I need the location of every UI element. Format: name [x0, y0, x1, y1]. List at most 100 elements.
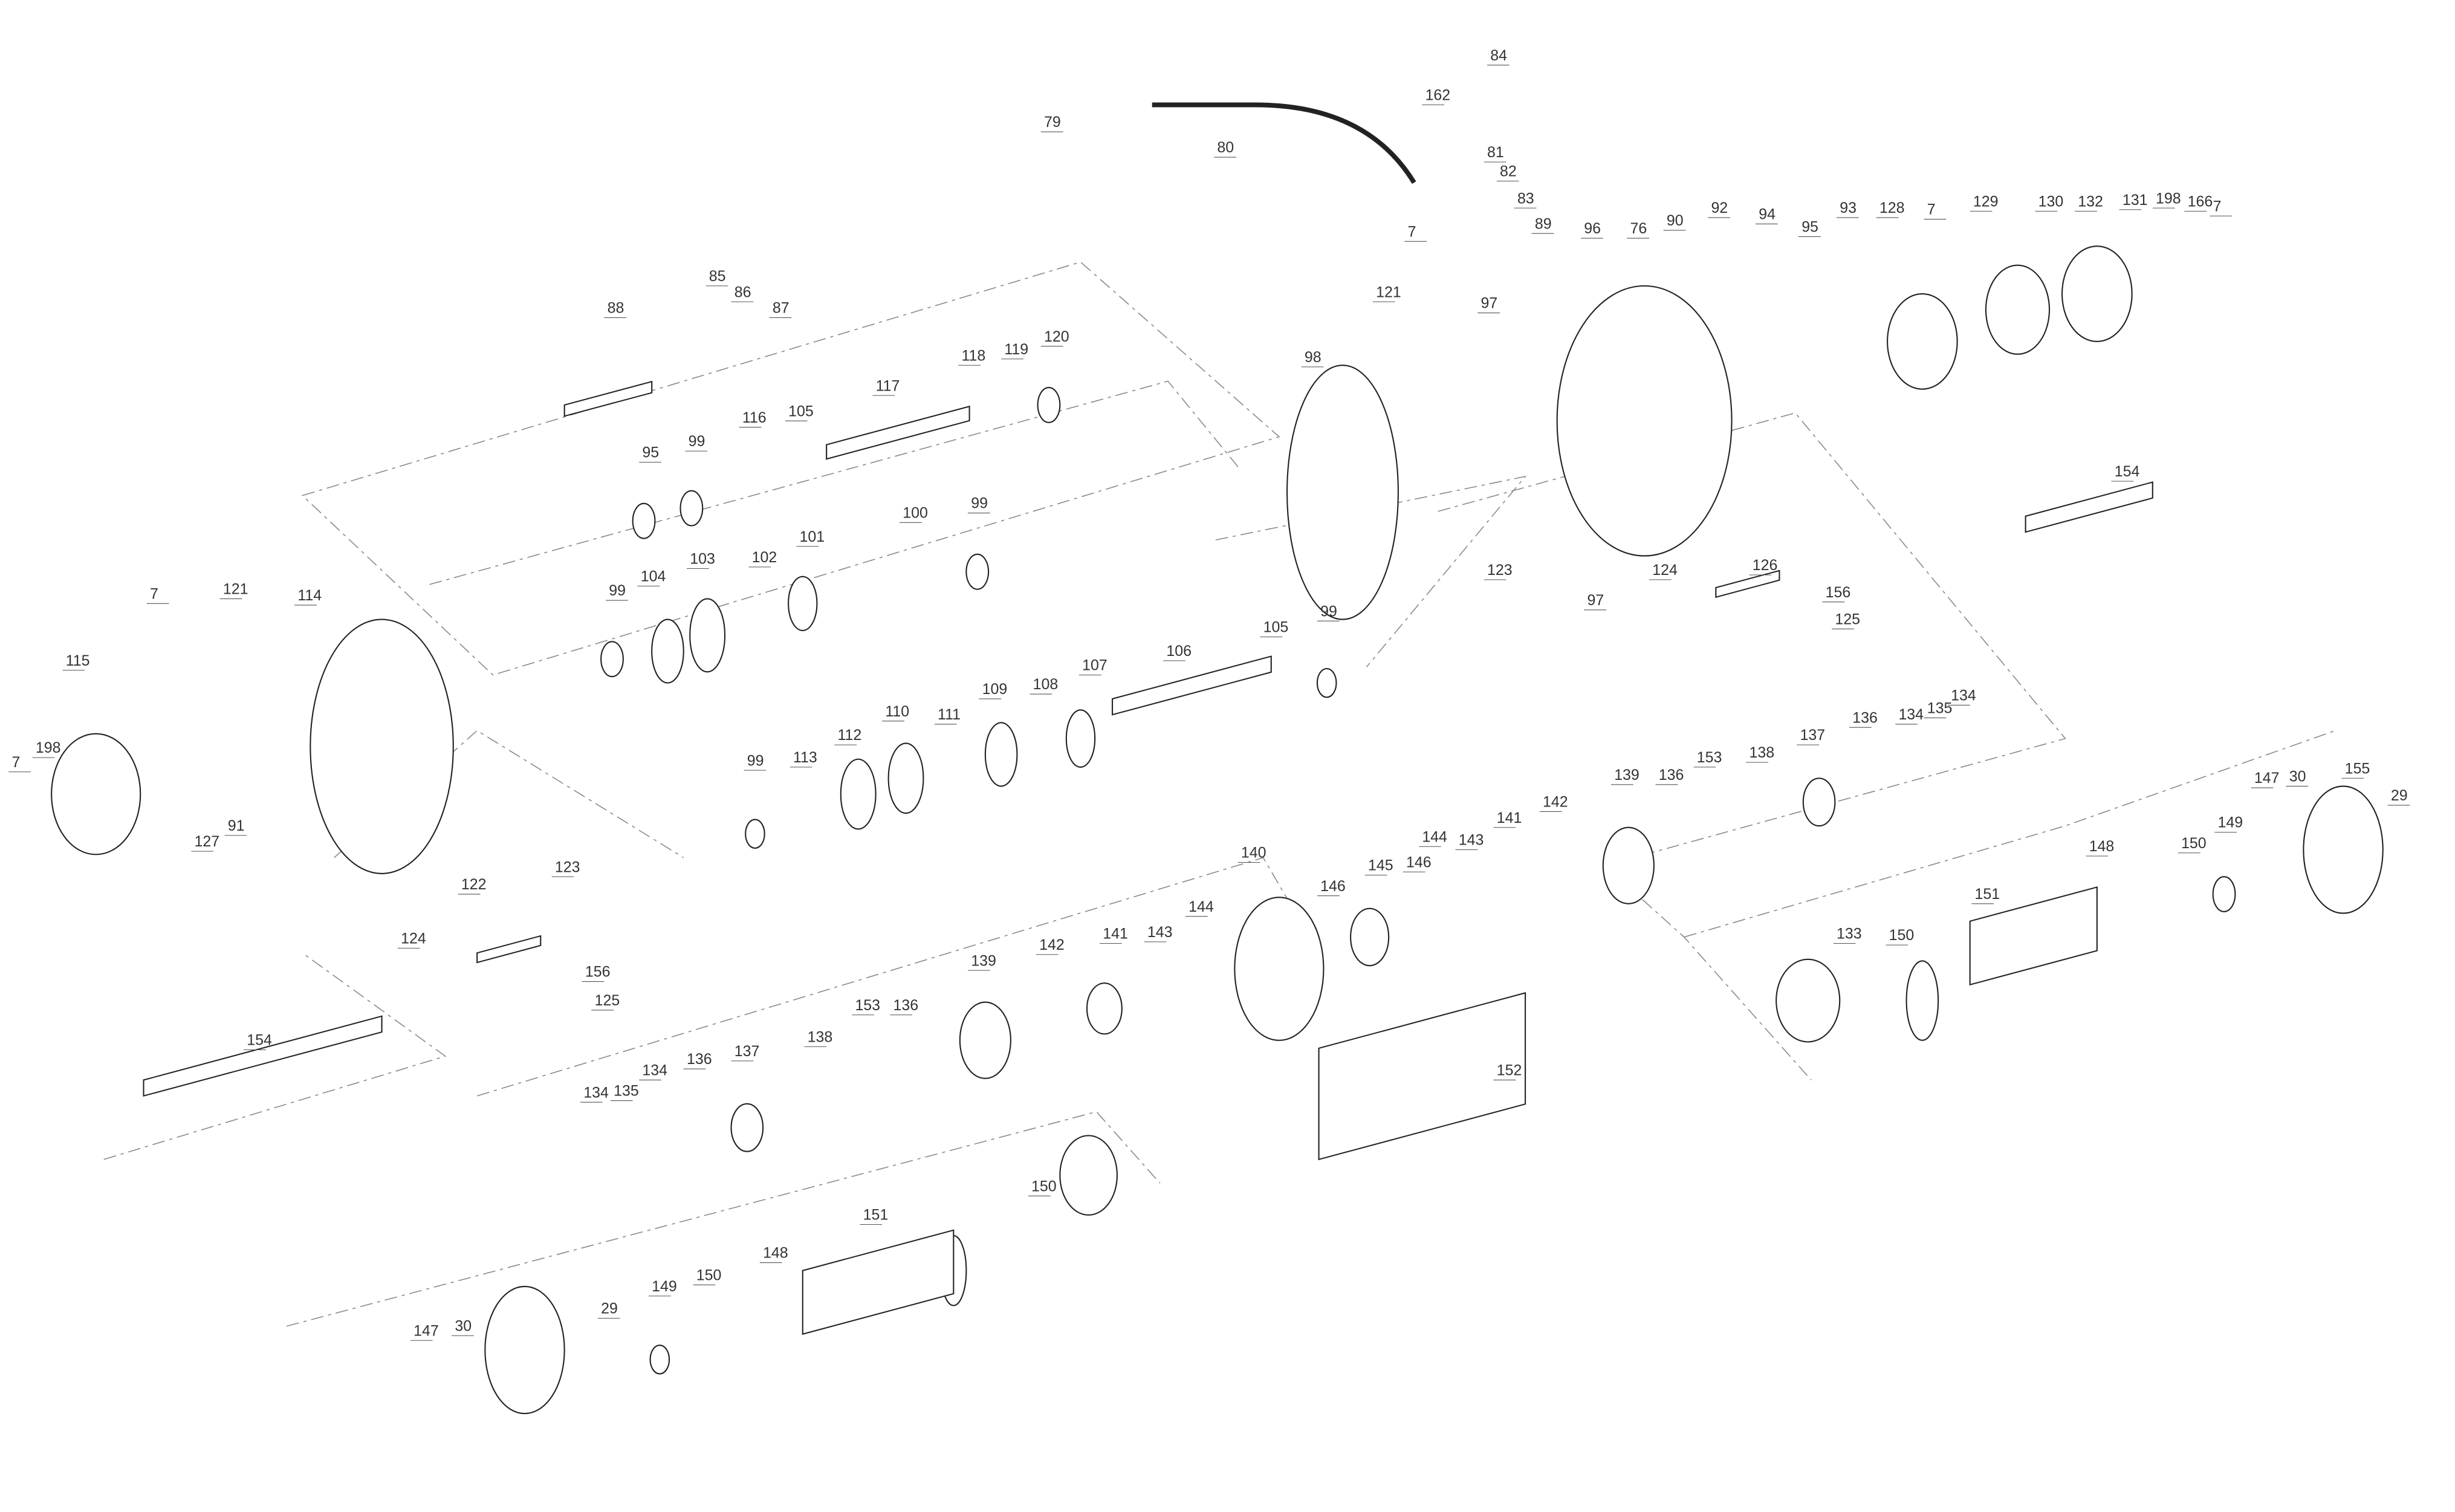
callout-label: 116	[742, 409, 767, 426]
bearing	[1316, 667, 1337, 698]
bearing	[2212, 876, 2236, 913]
bearing	[965, 553, 990, 590]
callout-label: 118	[961, 347, 985, 364]
callout-label: 162	[1425, 87, 1451, 104]
callout-label: 135	[614, 1083, 639, 1100]
callout-label: 125	[1835, 611, 1860, 628]
callout-label: 30	[455, 1318, 472, 1335]
shaft	[1111, 655, 1272, 716]
callout-label: 85	[709, 268, 726, 285]
callout-label: 114	[297, 587, 322, 604]
bearing	[649, 1345, 670, 1375]
callout-label: 138	[808, 1028, 833, 1045]
gear	[887, 742, 924, 814]
callout-label: 125	[595, 992, 620, 1009]
callout-label: 148	[2089, 838, 2115, 855]
callout-label: 110	[885, 703, 909, 720]
callout-label: 137	[1800, 727, 1826, 744]
callout-label: 99	[747, 752, 764, 769]
guide-line	[1438, 412, 2066, 866]
guide-line	[301, 261, 1280, 676]
callout-label: 134	[642, 1062, 667, 1079]
callout-label: 150	[2181, 835, 2207, 852]
guide-line	[429, 380, 1240, 585]
callout-label: 145	[1368, 857, 1393, 874]
hub	[1602, 826, 1655, 904]
callout-label: 99	[971, 495, 988, 512]
callout-label: 82	[1500, 163, 1517, 180]
brake-shoe	[1985, 264, 2051, 355]
callout-label: 147	[2254, 770, 2280, 787]
callout-label: 90	[1667, 212, 1684, 229]
gear	[1065, 709, 1096, 768]
callout-label: 96	[1584, 220, 1601, 237]
callout-label: 126	[1753, 557, 1778, 574]
callout-label: 88	[608, 300, 624, 317]
rod	[1715, 569, 1780, 599]
callout-label: 29	[601, 1300, 618, 1317]
callout-label: 109	[982, 681, 1008, 698]
callout-label: 128	[1879, 200, 1905, 216]
callout-label: 105	[1263, 619, 1289, 636]
callout-label: 149	[652, 1278, 677, 1295]
callout-label: 150	[1889, 927, 1915, 944]
shift-cable	[1152, 102, 1416, 184]
callout-label: 100	[903, 504, 928, 521]
bearing	[1037, 386, 1061, 423]
callout-label: 123	[555, 858, 580, 875]
callout-label: 7	[150, 585, 158, 602]
guide-line	[286, 1111, 1161, 1327]
gear	[984, 722, 1018, 787]
callout-label: 117	[876, 377, 900, 394]
callout-label: 133	[1837, 926, 1862, 943]
callout-label: 122	[461, 876, 487, 893]
callout-label: 108	[1033, 676, 1059, 693]
pulley	[51, 733, 141, 855]
callout-label: 146	[1406, 854, 1432, 871]
callout-label: 124	[1652, 562, 1678, 579]
callout-label: 146	[1320, 878, 1346, 895]
callout-label: 99	[609, 582, 626, 599]
guide-line	[103, 952, 447, 1160]
shaft	[826, 405, 970, 460]
shaft	[143, 1015, 383, 1097]
callout-label: 127	[195, 833, 220, 850]
callout-label: 80	[1217, 139, 1234, 156]
large-gear	[1234, 897, 1325, 1041]
callout-label: 7	[1927, 201, 1936, 218]
brake-drum	[2061, 245, 2133, 342]
callout-label: 30	[2289, 768, 2306, 785]
callout-label: 150	[1031, 1178, 1057, 1195]
callout-label: 103	[690, 551, 715, 568]
gear	[689, 598, 726, 673]
callout-label: 150	[696, 1267, 722, 1283]
callout-label: 119	[1004, 341, 1028, 358]
callout-label: 84	[1490, 47, 1507, 64]
callout-label: 81	[1487, 144, 1504, 161]
callout-label: 92	[1711, 200, 1728, 216]
callout-label: 144	[1422, 828, 1447, 845]
right-housing	[1556, 285, 1733, 557]
hub	[959, 1001, 1011, 1079]
gear	[1086, 982, 1123, 1035]
callout-label: 105	[788, 403, 814, 420]
left-housing	[310, 618, 454, 874]
shift-rod	[563, 380, 653, 417]
callout-label: 139	[971, 952, 996, 969]
gear	[788, 576, 818, 632]
parts	[51, 102, 2384, 1415]
sprocket	[2303, 785, 2384, 914]
callout-label: 123	[1487, 562, 1513, 579]
callout-label: 130	[2038, 193, 2064, 210]
callout-label: 166	[2188, 193, 2213, 210]
callout-label: 136	[893, 997, 918, 1014]
callout-label: 153	[855, 997, 880, 1014]
callout-label: 136	[1659, 767, 1684, 784]
shaft	[2025, 481, 2153, 533]
callout-label: 112	[838, 727, 862, 744]
callout-label: 120	[1044, 328, 1069, 345]
callout-label: 198	[36, 739, 61, 756]
callout-label: 131	[2123, 192, 2148, 209]
